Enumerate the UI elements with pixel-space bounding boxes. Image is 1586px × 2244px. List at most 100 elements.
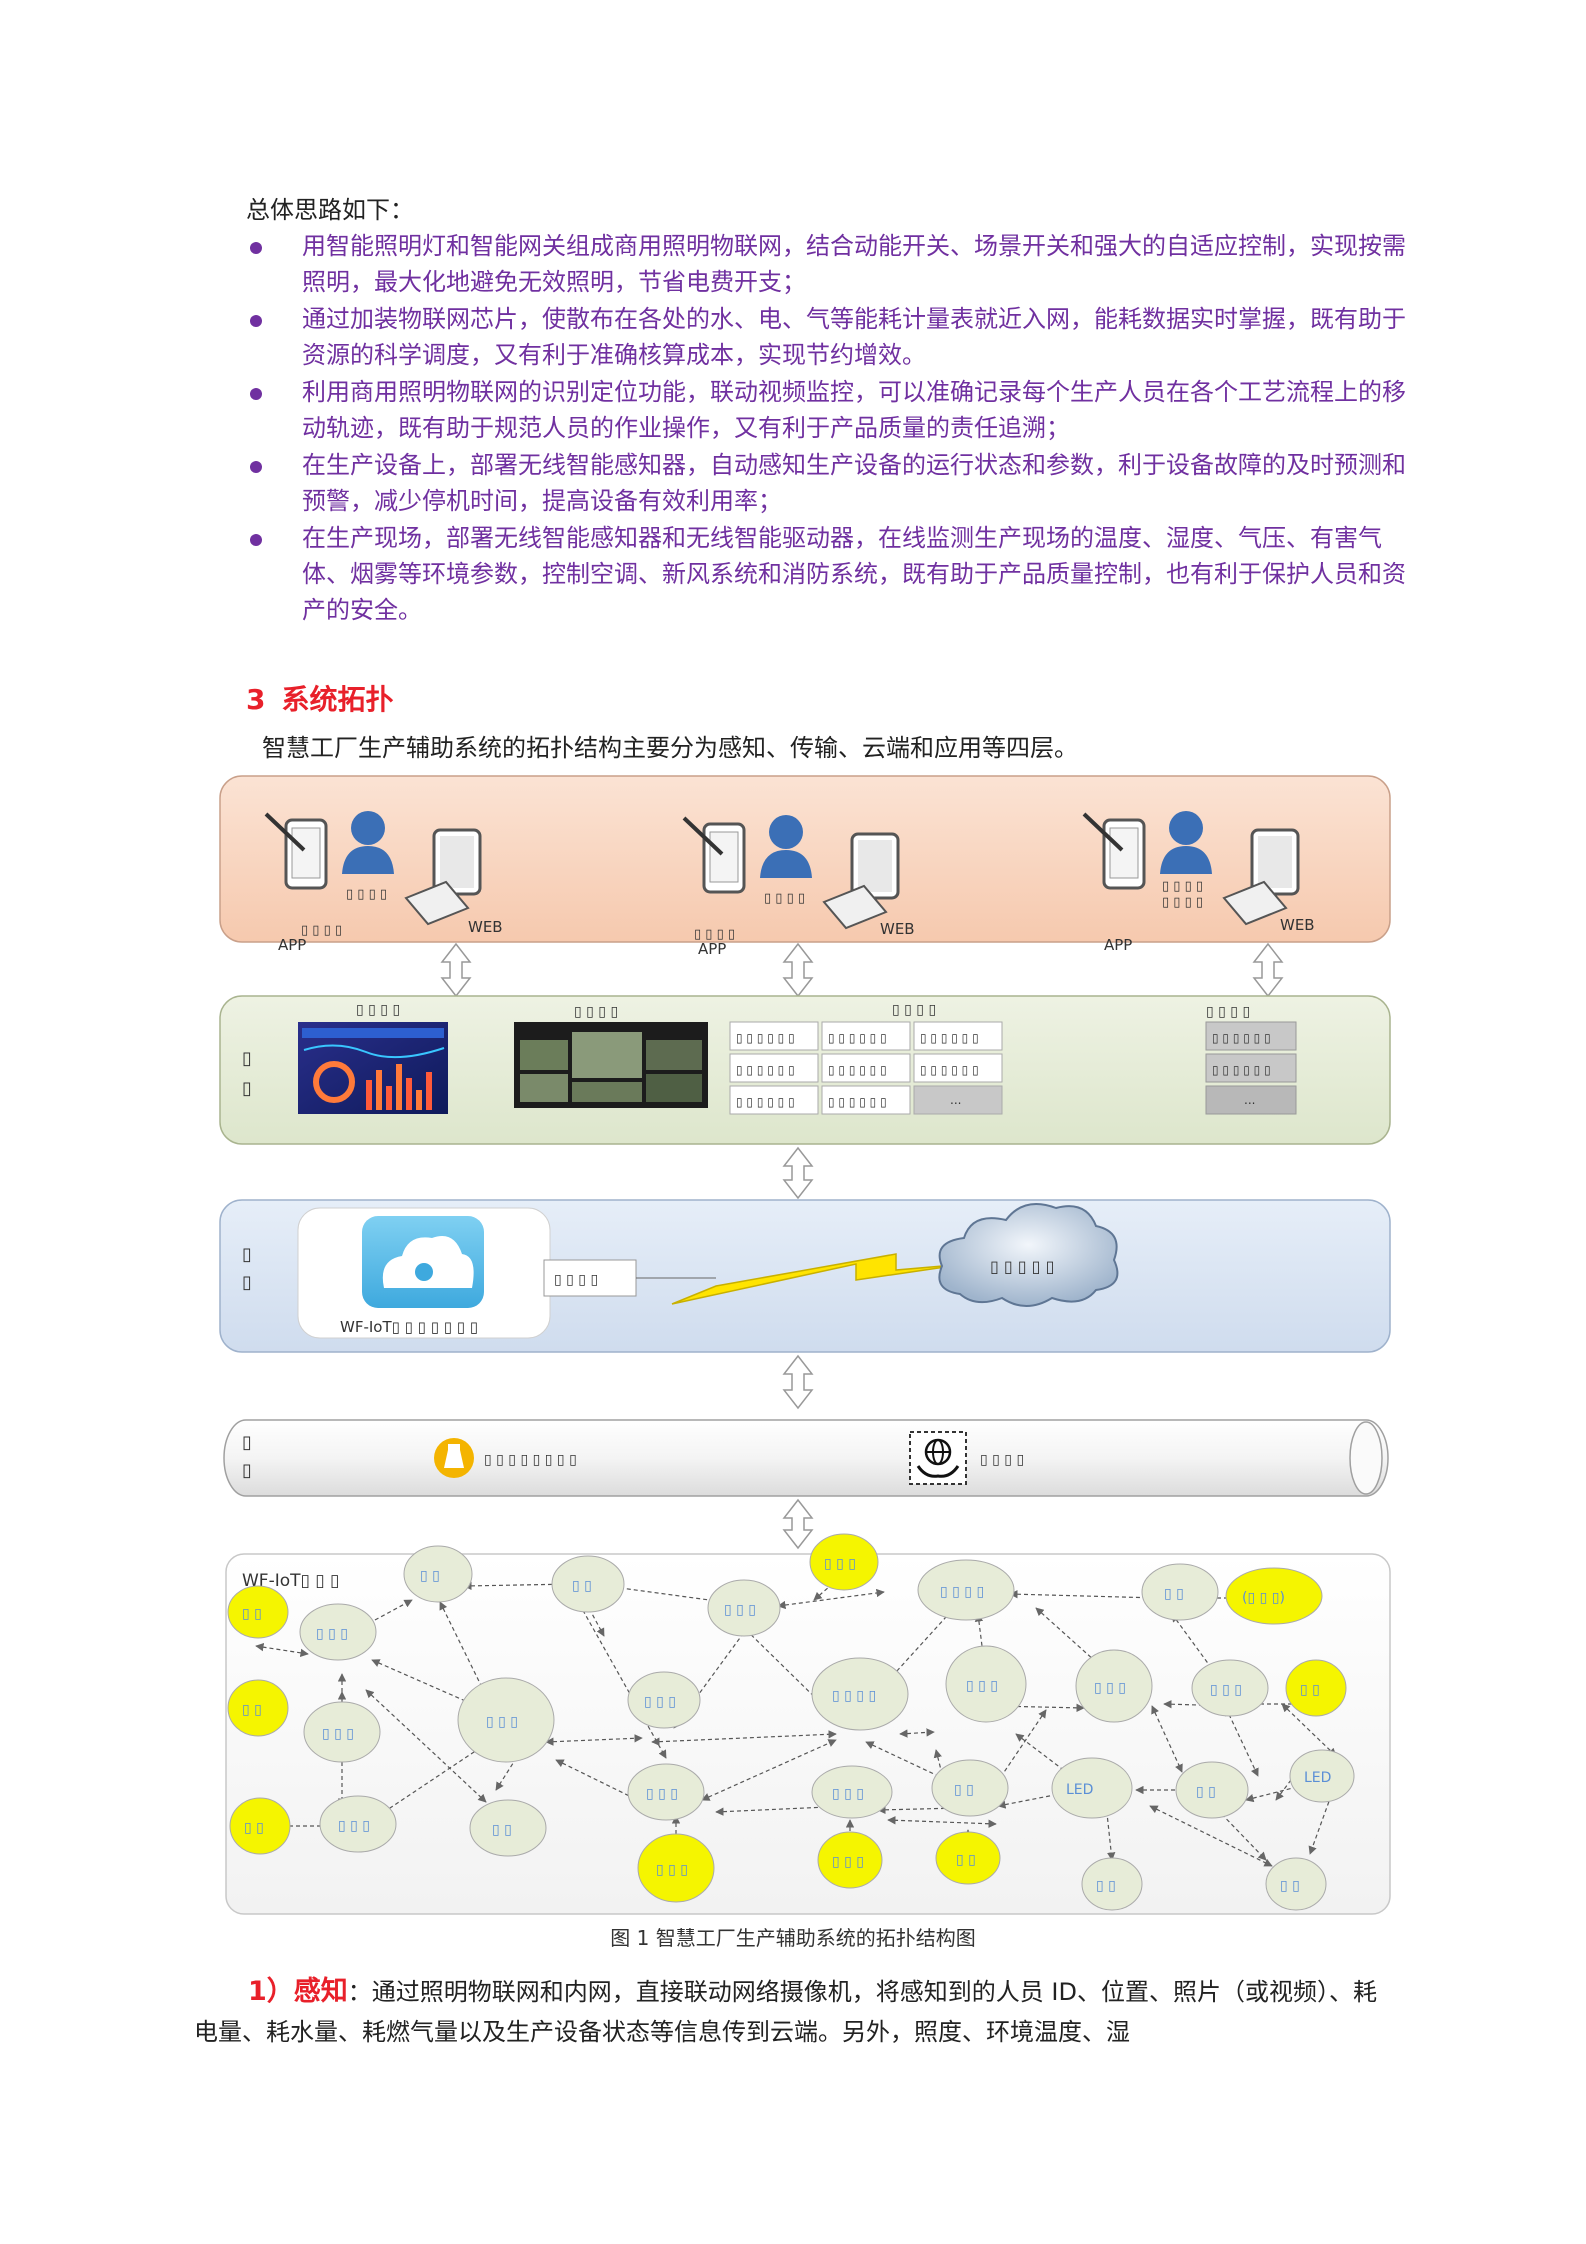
paragraph-keyword: 1）感知 [248, 1976, 348, 2007]
svg-text:▯ ▯: ▯ ▯ [956, 1852, 976, 1868]
svg-text:▯ ▯ ▯ ▯: ▯ ▯ ▯ ▯ [346, 887, 387, 902]
globe-hands-icon [909, 1431, 967, 1485]
mesh-node: ▯ ▯ ▯ [627, 1671, 701, 1729]
bullet-dot-icon [250, 388, 262, 400]
topology-figure: ▯ ▯ ▯ ▯ ▯ ▯ ▯ ▯ APP WEB ▯ ▯ ▯ ▯ ▯ ▯ ▯ ▯ [219, 775, 1391, 1915]
database-box-stack: ▯ ▯ ▯ ▯ ▯ ▯ ▯ ▯ ▯ ▯ ▯ ▯ ... [1205, 1021, 1297, 1115]
mesh-node: ▯ ▯ [1285, 1659, 1347, 1717]
mesh-node: ▯ ▯ ▯ [627, 1763, 705, 1821]
lead-text: 智慧工厂生产辅助系统的拓扑结构主要分为感知、传输、云端和应用等四层。 [262, 734, 1078, 762]
user-icon [342, 811, 394, 874]
mesh-node: ▯ ▯ [1081, 1857, 1143, 1911]
led-label: LED [1066, 1782, 1093, 1798]
mesh-node: ▯ ▯ [227, 1679, 289, 1737]
section-number: 3 [246, 683, 266, 716]
mesh-node: ▯ ▯ [229, 1797, 291, 1855]
bullet-dot-icon [250, 534, 262, 546]
svg-text:▯ ▯ ▯ ▯: ▯ ▯ ▯ ▯ [1162, 895, 1203, 910]
mesh-node: ▯ ▯ [935, 1831, 1001, 1885]
transport-layer: ▯ ▯ ▯ ▯ ▯ ▯ ▯ ▯ ▯ ▯ ▯ ▯ ▯ ▯ [223, 1419, 1389, 1497]
mesh-node: ▯ ▯ ▯ [319, 1795, 397, 1853]
tablet-icon [1082, 812, 1146, 890]
mesh-node: ▯ ▯ ▯ [303, 1701, 381, 1763]
mesh-node: ▯ ▯ [403, 1545, 473, 1603]
user-icon [760, 815, 812, 878]
svg-text:▯ ▯ ▯ ▯: ▯ ▯ ▯ ▯ [1206, 1004, 1250, 1020]
svg-text:▯ ▯ ▯ ▯: ▯ ▯ ▯ ▯ [301, 923, 342, 938]
svg-text:▯ ▯ ▯ ▯ ▯ ▯: ▯ ▯ ▯ ▯ ▯ ▯ [828, 1031, 887, 1045]
svg-text:▯ ▯ ▯ ▯: ▯ ▯ ▯ ▯ [694, 927, 735, 942]
mesh-node: ▯ ▯ [1265, 1857, 1327, 1911]
svg-text:▯ ▯ ▯ ▯ ▯ ▯: ▯ ▯ ▯ ▯ ▯ ▯ [828, 1063, 887, 1077]
svg-text:▯ ▯ ▯: ▯ ▯ ▯ [966, 1678, 998, 1694]
mesh-nodes: ▯ ▯ ▯ ▯ ▯ ▯ ▯ ▯ ▯ ▯ ▯ ▯ ▯ ▯ ▯ ▯ ▯ ▯ ▯ ▯ … [227, 1533, 1355, 1911]
bullet-dot-icon [250, 315, 262, 327]
bullet-dot-icon [250, 461, 262, 473]
mesh-title: WF-IoT▯ ▯ ▯ [242, 1571, 339, 1591]
svg-text:...: ... [950, 1093, 961, 1107]
svg-text:▯ ▯ ▯: ▯ ▯ ▯ [724, 1602, 756, 1618]
lamp-icon [434, 1438, 474, 1478]
svg-text:▯ ▯ ▯: ▯ ▯ ▯ [338, 1818, 370, 1834]
bullet-list: 用智能照明灯和智能网关组成商用照明物联网，结合动能开关、场景开关和强大的自适应控… [246, 228, 1416, 629]
application-layer: ▯ ▯ ▯ ▯ ▯ ▯ ▯ ▯ APP WEB ▯ ▯ ▯ ▯ ▯ ▯ ▯ ▯ [219, 775, 1391, 958]
svg-text:▯ ▯ ▯: ▯ ▯ ▯ [486, 1714, 518, 1730]
cloud-label: ▯ ▯ ▯ ▯ ▯ [990, 1257, 1054, 1276]
app-group-1: ▯ ▯ ▯ ▯ ▯ ▯ ▯ ▯ APP WEB [264, 811, 503, 954]
svg-text:▯ ▯ ▯: ▯ ▯ ▯ [1094, 1680, 1126, 1696]
cloud-layer: ▯ ▯ WF-IoT▯ ▯ ▯ ▯ ▯ ▯ ▯ ▯ ▯ ▯ ▯ ▯ ▯ ▯ ▯ … [219, 1199, 1391, 1353]
mesh-node: ▯ ▯ [227, 1585, 289, 1639]
pipe-right-label: ▯ ▯ ▯ ▯ [980, 1452, 1024, 1468]
lightning-icon [671, 1253, 967, 1305]
svg-text:▯ ▯: ▯ ▯ [1164, 1586, 1184, 1602]
svg-text:▯ ▯ ▯ ▯ ▯ ▯: ▯ ▯ ▯ ▯ ▯ ▯ [828, 1095, 887, 1109]
bullet-item: 在生产设备上，部署无线智能感知器，自动感知生产设备的运行状态和参数，利于设备故障… [246, 447, 1416, 519]
svg-text:▯ ▯ ▯ ▯ ▯ ▯: ▯ ▯ ▯ ▯ ▯ ▯ [1212, 1031, 1271, 1045]
double-arrow-icon [440, 942, 1284, 998]
svg-text:▯: ▯ [242, 1272, 252, 1293]
mesh-node: ▯ ▯ ▯ ▯ [811, 1657, 909, 1731]
mesh-node: ▯ ▯ ▯ [809, 1533, 879, 1591]
svg-text:▯ ▯ ▯ ▯ ▯ ▯: ▯ ▯ ▯ ▯ ▯ ▯ [736, 1031, 795, 1045]
mesh-node: ▯ ▯ ▯ [817, 1831, 883, 1889]
svg-text:▯ ▯ ▯ ▯: ▯ ▯ ▯ ▯ [832, 1688, 876, 1704]
server-layer: ▯ ▯ ▯ ▯ ▯ ▯ ▯ ▯ ▯ ▯ ▯ ▯ ▯ ▯ ▯ ▯ ▯ ▯ [219, 995, 1391, 1145]
svg-text:▯ ▯ ▯: ▯ ▯ ▯ [646, 1786, 678, 1802]
web-label: WEB [468, 918, 503, 936]
video-wall-screen [514, 1022, 708, 1108]
svg-text:▯ ▯ ▯ ▯: ▯ ▯ ▯ ▯ [1162, 879, 1203, 894]
svg-text:▯ ▯ ▯: ▯ ▯ ▯ [316, 1626, 348, 1642]
cloud-icon [938, 1203, 1119, 1307]
svg-text:▯ ▯: ▯ ▯ [420, 1568, 440, 1584]
svg-text:▯ ▯ ▯ ▯: ▯ ▯ ▯ ▯ [356, 1002, 400, 1018]
bullet-item: 通过加装物联网芯片，使散布在各处的水、电、气等能耗计量表就近入网，能耗数据实时掌… [246, 301, 1416, 373]
cloud-app-label: WF-IoT▯ ▯ ▯ ▯ ▯ ▯ ▯ [340, 1318, 478, 1336]
svg-text:▯ ▯ ▯ ▯: ▯ ▯ ▯ ▯ [574, 1004, 618, 1020]
mesh-node: ▯ ▯ ▯ ▯ [917, 1559, 1015, 1621]
mesh-node: ▯ ▯ ▯ [637, 1833, 715, 1903]
bullet-item: 用智能照明灯和智能网关组成商用照明物联网，结合动能开关、场景开关和强大的自适应控… [246, 228, 1416, 300]
mesh-node: LED [1289, 1749, 1355, 1803]
svg-text:▯ ▯: ▯ ▯ [1196, 1784, 1216, 1800]
app-label: APP [698, 940, 726, 958]
svg-text:▯ ▯: ▯ ▯ [244, 1820, 264, 1836]
monitor-icon [822, 832, 900, 930]
paragraph-text: ：通过照明物联网和内网，直接联动网络摄像机，将感知到的人员 ID、位置、照片（或… [194, 1978, 1377, 2046]
mesh-node: ▯ ▯ ▯ [457, 1677, 555, 1763]
mesh-node: ▯ ▯ ▯ [811, 1765, 893, 1819]
mesh-node: ▯ ▯ [1141, 1563, 1219, 1621]
gateway-label: ▯ ▯ ▯ ▯ [554, 1272, 598, 1288]
svg-text:▯ ▯: ▯ ▯ [492, 1822, 512, 1838]
monitor-icon [404, 828, 482, 926]
mesh-node: ▯ ▯ ▯ [1191, 1659, 1269, 1717]
double-arrow-icon [782, 1498, 814, 1550]
svg-text:...: ... [1244, 1093, 1255, 1107]
svg-text:▯ ▯ ▯ ▯: ▯ ▯ ▯ ▯ [764, 891, 805, 906]
svg-text:▯ ▯: ▯ ▯ [572, 1578, 592, 1594]
mesh-node: (▯ ▯ ▯) [1225, 1567, 1323, 1625]
svg-text:▯ ▯ ▯ ▯ ▯ ▯: ▯ ▯ ▯ ▯ ▯ ▯ [736, 1063, 795, 1077]
intro-text: 总体思路如下： [246, 196, 414, 224]
svg-text:▯ ▯: ▯ ▯ [1280, 1878, 1300, 1894]
svg-text:▯ ▯: ▯ ▯ [1096, 1878, 1116, 1894]
